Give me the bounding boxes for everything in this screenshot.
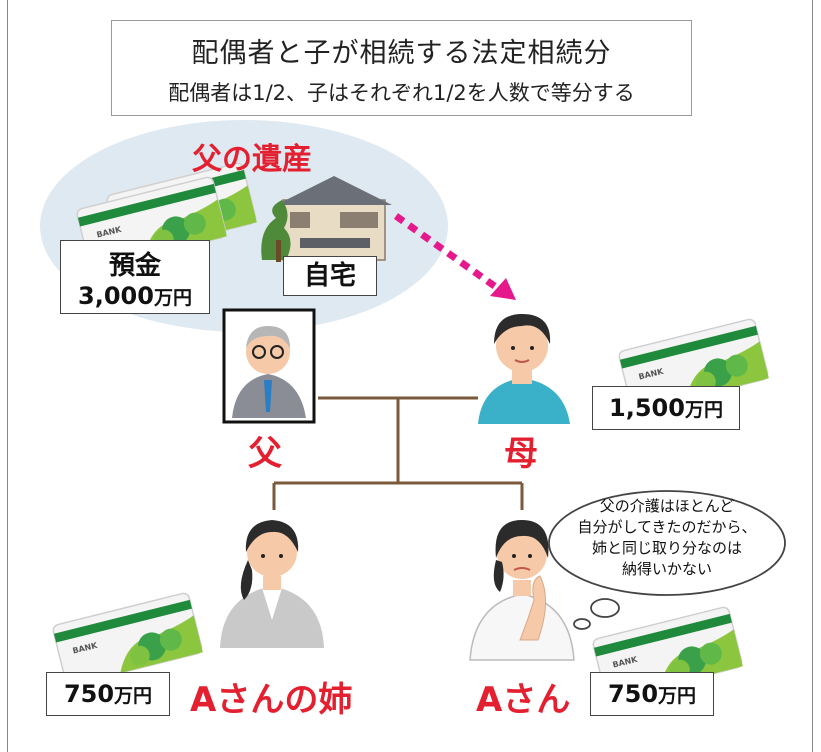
arrow-head-icon	[490, 278, 516, 300]
father-portrait-icon	[222, 308, 316, 424]
a-san-label: Aさん	[476, 680, 571, 720]
deposit-label: 預金	[108, 251, 161, 281]
thought-line: 姉と同じ取り分なのは	[591, 539, 742, 557]
a-san-share-amount: 750	[607, 680, 659, 708]
thought-line: 自分がしてきたのだから、	[577, 518, 757, 536]
house-label-box: 自宅	[283, 256, 377, 296]
a-san-figure-icon	[469, 520, 575, 661]
thought-line: 父の介護はほとんど	[599, 497, 735, 515]
mother-label: 母	[504, 434, 538, 474]
deposit-amount: 3,000	[78, 282, 154, 310]
family-tree-lines	[272, 396, 524, 510]
sister-label: Aさんの姉	[190, 680, 353, 720]
thought-text: 父の介護はほとんど 自分がしてきたのだから、 姉と同じ取り分なのは 納得いかない	[557, 496, 777, 580]
title-box: 配偶者と子が相続する法定相続分 配偶者は1/2、子はそれぞれ1/2を人数で等分す…	[111, 20, 692, 116]
mother-share-unit: 万円	[684, 399, 723, 421]
mother-share-amount: 1,500	[609, 394, 685, 422]
mother-figure-icon	[478, 314, 570, 424]
house-label: 自宅	[303, 261, 356, 291]
frame-right-border	[812, 0, 813, 752]
mother-share-box: 1,500万円	[592, 386, 740, 430]
a-san-share-box: 750万円	[590, 672, 714, 716]
deposit-box: 預金 3,000万円	[60, 240, 210, 314]
title-main: 配偶者と子が相続する法定相続分	[191, 38, 612, 69]
title-sub: 配偶者は1/2、子はそれぞれ1/2を人数で等分する	[168, 81, 635, 105]
inheritance-arrow	[393, 213, 503, 293]
frame-left-border	[7, 0, 8, 752]
sister-figure-icon	[220, 520, 324, 648]
a-san-share-unit: 万円	[658, 685, 697, 707]
sister-share-amount: 750	[63, 680, 115, 708]
deposit-unit: 万円	[153, 287, 192, 309]
father-label: 父	[248, 434, 282, 474]
estate-label: 父の遺産	[192, 142, 312, 177]
thought-bubble	[548, 490, 786, 630]
sister-share-unit: 万円	[114, 685, 153, 707]
house-icon	[261, 176, 392, 262]
sister-share-box: 750万円	[46, 672, 170, 716]
thought-line: 納得いかない	[621, 560, 712, 578]
